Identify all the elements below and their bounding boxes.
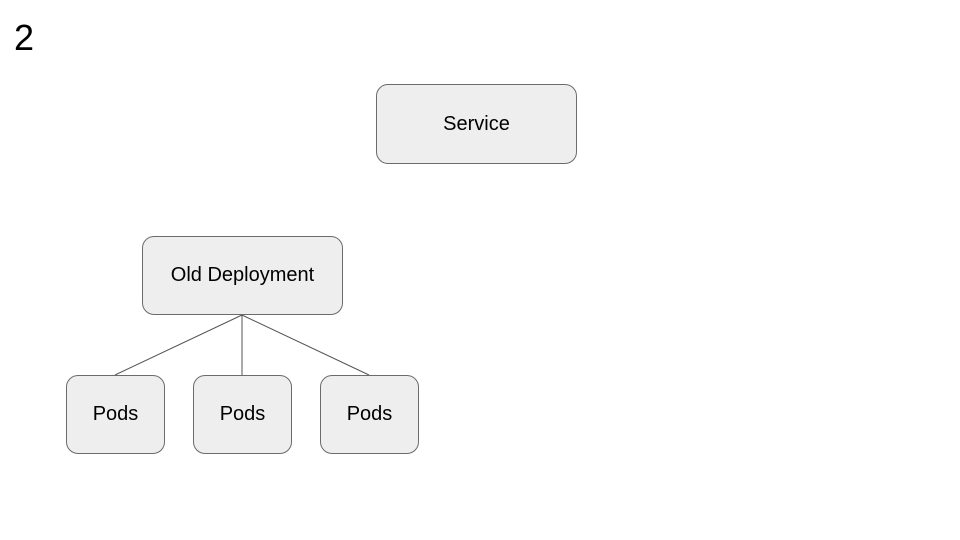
service-node: Service bbox=[376, 84, 577, 164]
pods-node: Pods bbox=[320, 375, 419, 454]
service-label: Service bbox=[443, 112, 510, 135]
slide-number: 2 bbox=[14, 17, 35, 58]
connector-deployment-pod-1 bbox=[114, 314, 243, 376]
pods-node: Pods bbox=[66, 375, 165, 454]
pods-label: Pods bbox=[219, 403, 266, 425]
pods-node: Pods bbox=[193, 375, 292, 454]
old-deployment-label: Old Deployment bbox=[170, 264, 315, 286]
pods-label: Pods bbox=[92, 403, 139, 425]
connector-deployment-pod-3 bbox=[241, 314, 370, 376]
old-deployment-node: Old Deployment bbox=[142, 236, 343, 315]
pods-label: Pods bbox=[346, 403, 393, 425]
